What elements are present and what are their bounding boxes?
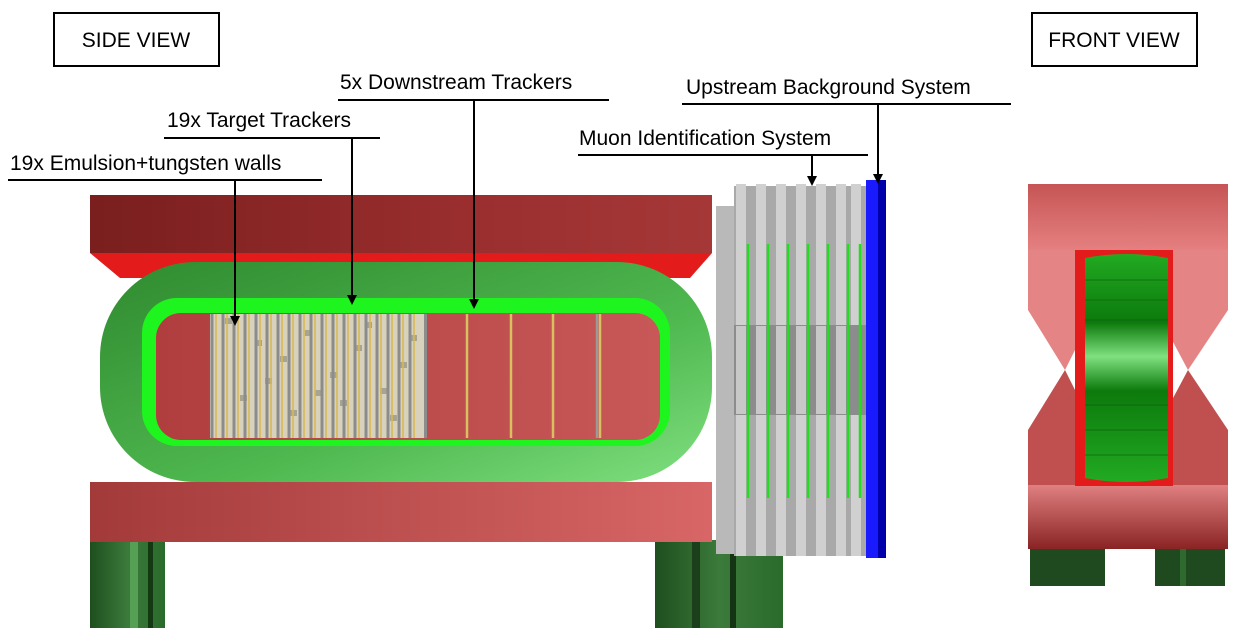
label-emulsion-walls: 19x Emulsion+tungsten walls (10, 152, 281, 175)
label-upstream-background: Upstream Background System (686, 76, 971, 99)
magnet-yoke-bottom (90, 482, 712, 542)
side-view-title-box (53, 12, 220, 67)
callout-lines (8, 99, 1011, 322)
front-view-detector (1028, 184, 1228, 586)
label-target-trackers: 19x Target Trackers (167, 109, 351, 132)
front-view-title-box (1031, 12, 1198, 67)
side-view-title: SIDE VIEW (82, 29, 191, 52)
support-legs-left (90, 540, 165, 628)
downstream-trackers (465, 314, 602, 438)
muon-identification-system (716, 184, 866, 556)
upstream-background-system (866, 180, 886, 558)
label-muon-identification: Muon Identification System (579, 127, 831, 150)
emulsion-target-walls (210, 314, 427, 438)
front-view-title: FRONT VIEW (1048, 29, 1180, 52)
callout-arrowheads (230, 174, 883, 326)
label-downstream-trackers: 5x Downstream Trackers (340, 71, 572, 94)
